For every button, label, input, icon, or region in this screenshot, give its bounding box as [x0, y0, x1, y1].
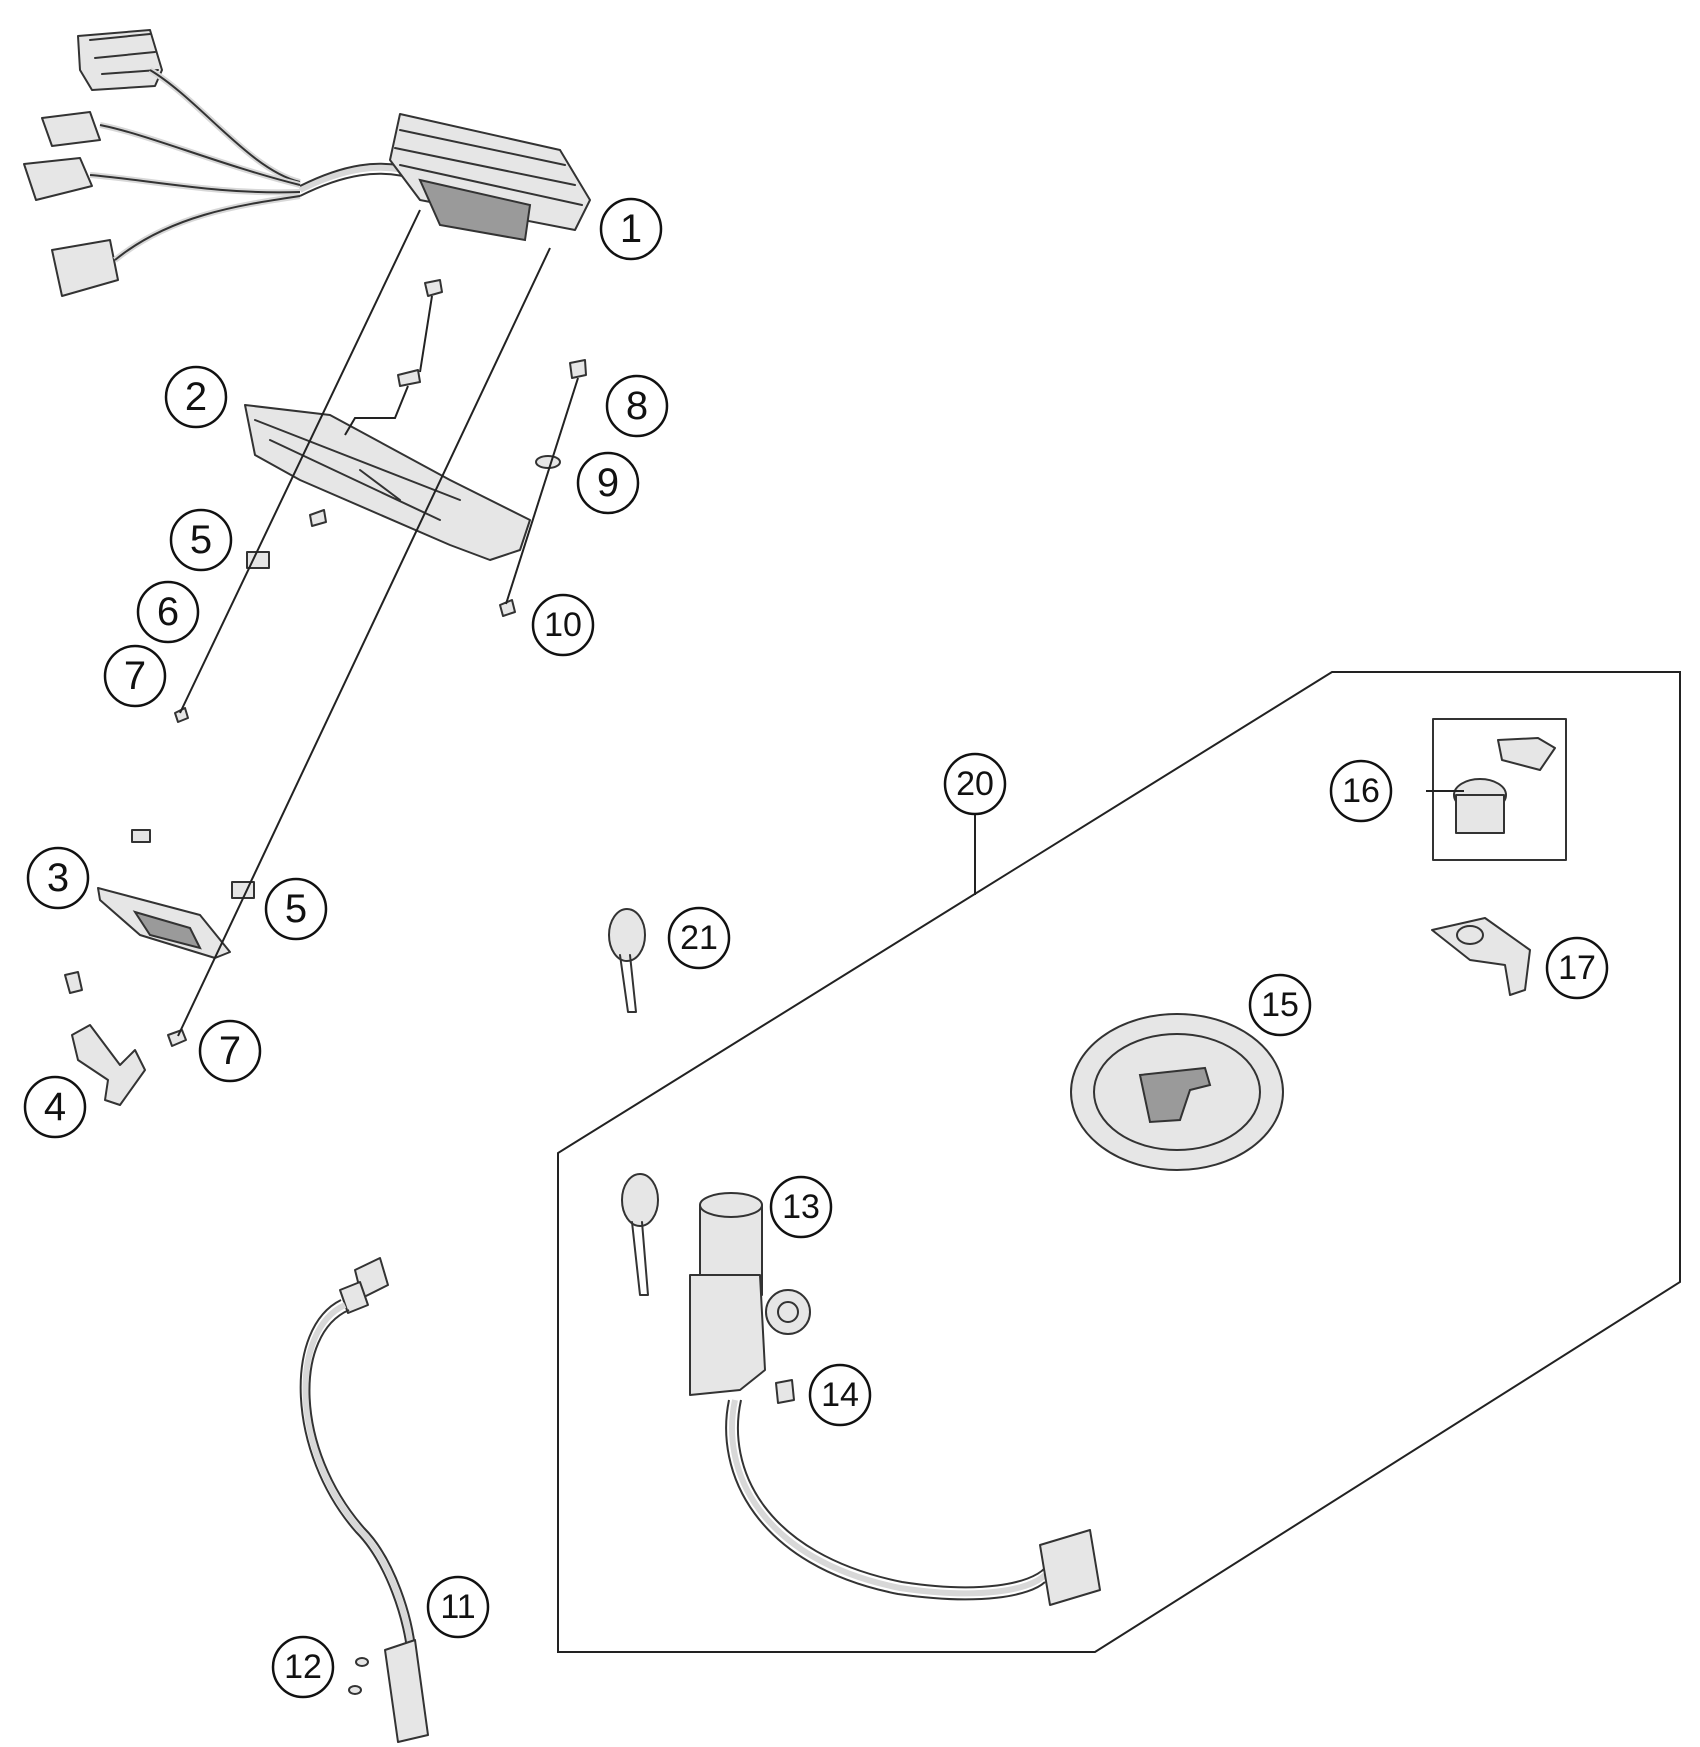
svg-text:12: 12 [284, 1648, 322, 1686]
svg-text:5: 5 [285, 887, 307, 931]
callout-1: 1 [599, 197, 663, 261]
callout-16: 16 [1329, 759, 1393, 823]
cluster-bracket [244, 404, 531, 561]
svg-text:7: 7 [219, 1029, 241, 1073]
svg-text:21: 21 [680, 919, 718, 957]
callout-11: 11 [426, 1575, 490, 1639]
svg-text:2: 2 [185, 375, 207, 419]
callout-5-lower: 5 [264, 877, 328, 941]
fasteners [131, 279, 587, 1047]
svg-text:9: 9 [597, 461, 619, 505]
lock-set-frame [557, 671, 1681, 1653]
callout-21: 21 [667, 906, 731, 970]
callout-2: 2 [164, 365, 228, 429]
callout-7-lower: 7 [198, 1019, 262, 1083]
svg-text:13: 13 [782, 1188, 820, 1226]
callout-12: 12 [271, 1635, 335, 1699]
callout-10: 10 [531, 593, 595, 657]
lock-holder [1431, 917, 1531, 996]
svg-text:20: 20 [956, 765, 994, 803]
cable-screws [348, 1657, 369, 1695]
callout-20: 20 [943, 752, 1007, 816]
callout-3: 3 [26, 846, 90, 910]
svg-text:5: 5 [190, 518, 212, 562]
svg-text:17: 17 [1558, 949, 1596, 987]
instrument-cluster [23, 29, 591, 297]
assembly-lines [177, 209, 579, 1037]
callout-6: 6 [136, 580, 200, 644]
callout-5-upper: 5 [169, 508, 233, 572]
callout-15: 15 [1248, 973, 1312, 1037]
svg-text:10: 10 [544, 606, 582, 644]
svg-text:4: 4 [44, 1085, 66, 1129]
callout-leaders [974, 790, 1464, 895]
bracket-clip [64, 971, 146, 1106]
svg-text:11: 11 [440, 1588, 475, 1626]
tank-lock-box [1432, 718, 1567, 861]
callout-4: 4 [23, 1075, 87, 1139]
svg-text:3: 3 [47, 856, 69, 900]
svg-text:15: 15 [1261, 986, 1299, 1024]
key [608, 908, 646, 1013]
fuel-cap [1070, 1013, 1284, 1171]
svg-text:14: 14 [821, 1376, 859, 1414]
svg-text:6: 6 [157, 590, 179, 634]
callout-17: 17 [1545, 936, 1609, 1000]
ignition-lock [621, 1173, 1101, 1606]
callout-14: 14 [808, 1363, 872, 1427]
svg-text:1: 1 [620, 207, 642, 251]
callout-8: 8 [605, 374, 669, 438]
callout-7-upper: 7 [103, 644, 167, 708]
sensor-cable [299, 1257, 429, 1743]
svg-text:16: 16 [1342, 772, 1380, 810]
svg-text:7: 7 [124, 654, 146, 698]
svg-text:8: 8 [626, 384, 648, 428]
callout-9: 9 [576, 451, 640, 515]
lock-screw [775, 1379, 795, 1404]
callout-13: 13 [769, 1175, 833, 1239]
bracket-plate [97, 887, 231, 959]
